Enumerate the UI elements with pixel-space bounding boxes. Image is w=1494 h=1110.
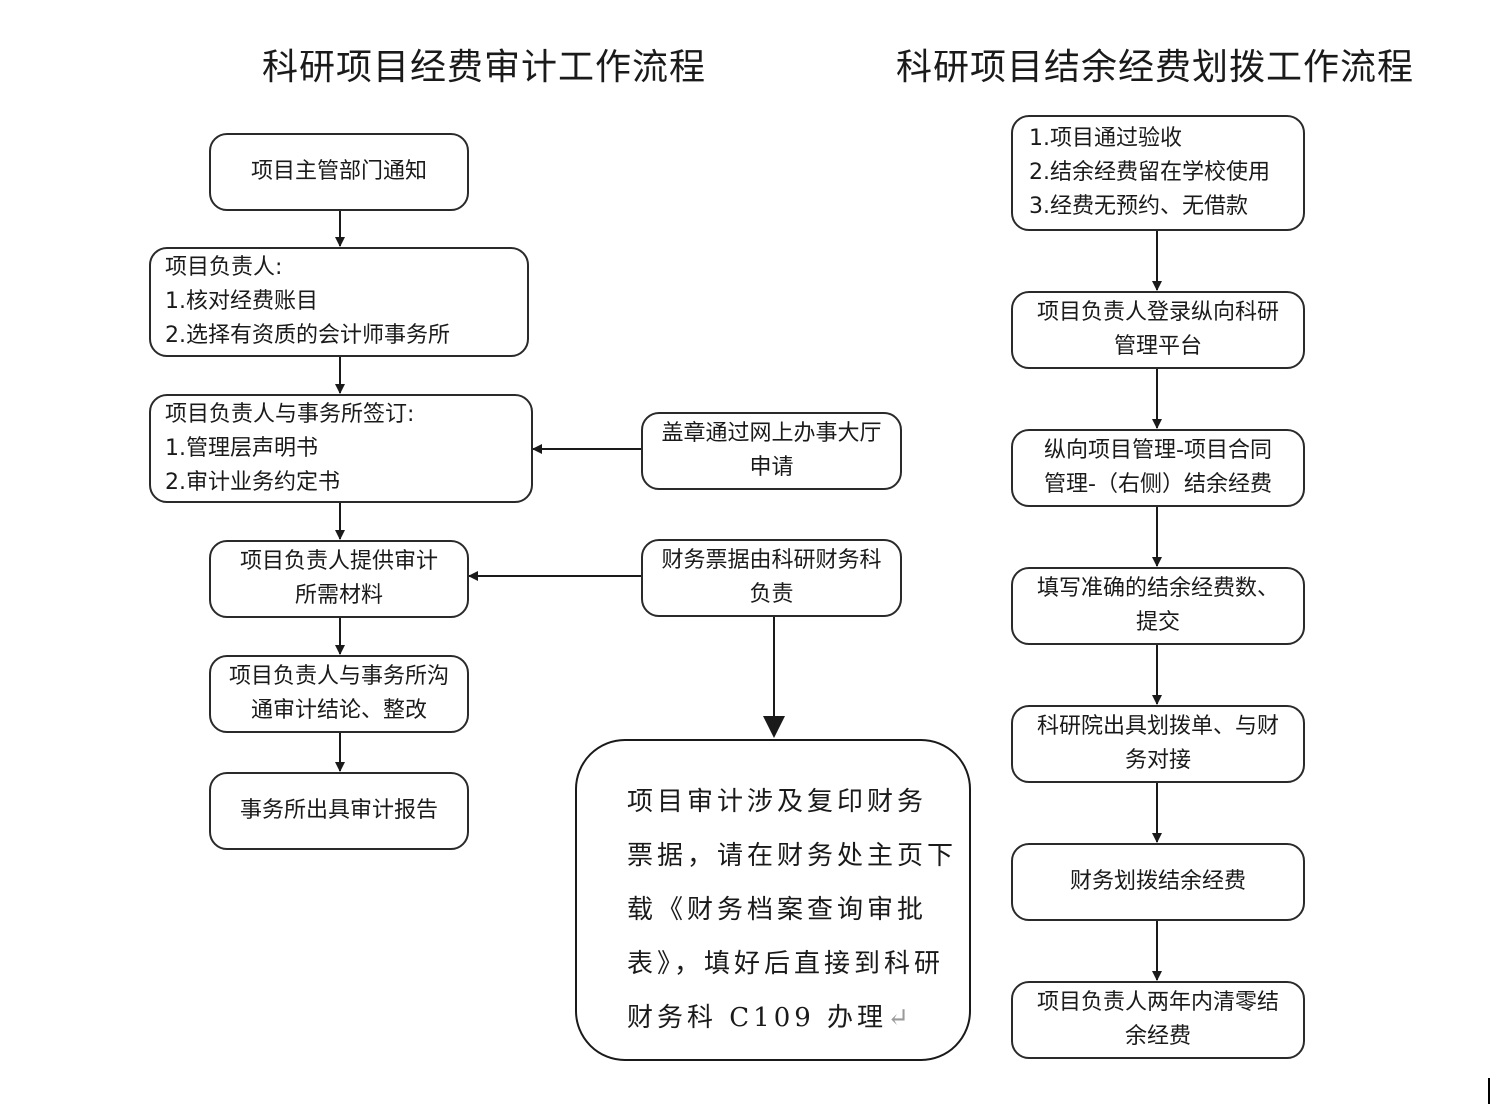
settlement-flow-title: 科研项目结余经费划拨工作流程 xyxy=(896,47,1415,88)
receipts-line-1: 财务票据由科研财务科 xyxy=(661,548,882,573)
navigate-box: 纵向项目管理-项目合同 管理-（右侧）结余经费 xyxy=(1011,429,1305,507)
stamp-line-2: 申请 xyxy=(749,455,794,480)
communicate-box: 项目负责人与事务所沟 通审计结论、整改 xyxy=(209,655,469,733)
return-mark-icon: ↵ xyxy=(887,1003,909,1033)
login-line-2: 管理平台 xyxy=(1113,334,1202,359)
verify-item-1: 1.核对经费账目 xyxy=(165,289,318,314)
condition-1: 1.项目通过验收 xyxy=(1029,126,1182,151)
provide-line-2: 所需材料 xyxy=(294,583,383,608)
fill-box: 填写准确的结余经费数、 提交 xyxy=(1011,567,1305,645)
verify-box: 项目负责人: 1.核对经费账目 2.选择有资质的会计师事务所 xyxy=(149,247,529,357)
audit-flow-title: 科研项目经费审计工作流程 xyxy=(262,47,707,88)
report-box: 事务所出具审计报告 xyxy=(209,772,469,850)
note-box: 项目审计涉及复印财务 票据，请在财务处主页下 载《财务档案查询审批 表》，填好后… xyxy=(575,739,971,1061)
receipts-line-2: 负责 xyxy=(749,582,794,607)
login-line-1: 项目负责人登录纵向科研 xyxy=(1036,300,1279,325)
stamp-box: 盖章通过网上办事大厅 申请 xyxy=(641,412,902,490)
provide-box: 项目负责人提供审计 所需材料 xyxy=(209,540,469,618)
verify-heading: 项目负责人: xyxy=(165,255,283,280)
communicate-line-2: 通审计结论、整改 xyxy=(250,698,427,723)
note-line-5: 财务科 C109 办理↵ xyxy=(627,991,925,1045)
report-text: 事务所出具审计报告 xyxy=(239,798,438,823)
transfer-text: 财务划拨结余经费 xyxy=(1069,869,1246,894)
verify-item-2: 2.选择有资质的会计师事务所 xyxy=(165,323,450,348)
notify-text: 项目主管部门通知 xyxy=(250,159,427,184)
note-line-5-text: 财务科 C109 办理 xyxy=(627,1003,888,1033)
note-line-2: 票据，请在财务处主页下 xyxy=(627,841,958,871)
condition-2: 2.结余经费留在学校使用 xyxy=(1029,160,1270,185)
navigate-line-1: 纵向项目管理-项目合同 xyxy=(1044,438,1272,463)
receipts-box: 财务票据由科研财务科 负责 xyxy=(641,539,902,617)
notify-box: 项目主管部门通知 xyxy=(209,133,469,211)
page-edge-mark xyxy=(1488,1078,1490,1104)
sign-box: 项目负责人与事务所签订: 1.管理层声明书 2.审计业务约定书 xyxy=(149,394,533,503)
navigate-line-2: 管理-（右侧）结余经费 xyxy=(1044,472,1272,497)
login-box: 项目负责人登录纵向科研 管理平台 xyxy=(1011,291,1305,369)
issue-line-2: 务对接 xyxy=(1124,748,1191,773)
note-line-1: 项目审计涉及复印财务 xyxy=(627,787,928,817)
conditions-box: 1.项目通过验收 2.结余经费留在学校使用 3.经费无预约、无借款 xyxy=(1011,115,1305,231)
issue-box: 科研院出具划拨单、与财 务对接 xyxy=(1011,705,1305,783)
clear-line-2: 余经费 xyxy=(1124,1024,1191,1049)
sign-heading: 项目负责人与事务所签订: xyxy=(165,401,415,427)
clear-line-1: 项目负责人两年内清零结 xyxy=(1036,990,1279,1015)
fill-line-1: 填写准确的结余经费数、 xyxy=(1036,576,1279,601)
stamp-line-1: 盖章通过网上办事大厅 xyxy=(661,421,882,446)
note-line-4: 表》，填好后直接到科研 xyxy=(627,949,945,979)
sign-item-1: 1.管理层声明书 xyxy=(165,435,318,461)
provide-line-1: 项目负责人提供审计 xyxy=(239,549,438,574)
transfer-box: 财务划拨结余经费 xyxy=(1011,843,1305,921)
note-line-3: 载《财务档案查询审批 xyxy=(627,895,928,925)
fill-line-2: 提交 xyxy=(1135,610,1180,635)
sign-item-2: 2.审计业务约定书 xyxy=(165,469,340,495)
communicate-line-1: 项目负责人与事务所沟 xyxy=(228,664,449,689)
clear-box: 项目负责人两年内清零结 余经费 xyxy=(1011,981,1305,1059)
issue-line-1: 科研院出具划拨单、与财 xyxy=(1036,714,1279,739)
condition-3: 3.经费无预约、无借款 xyxy=(1029,194,1248,219)
